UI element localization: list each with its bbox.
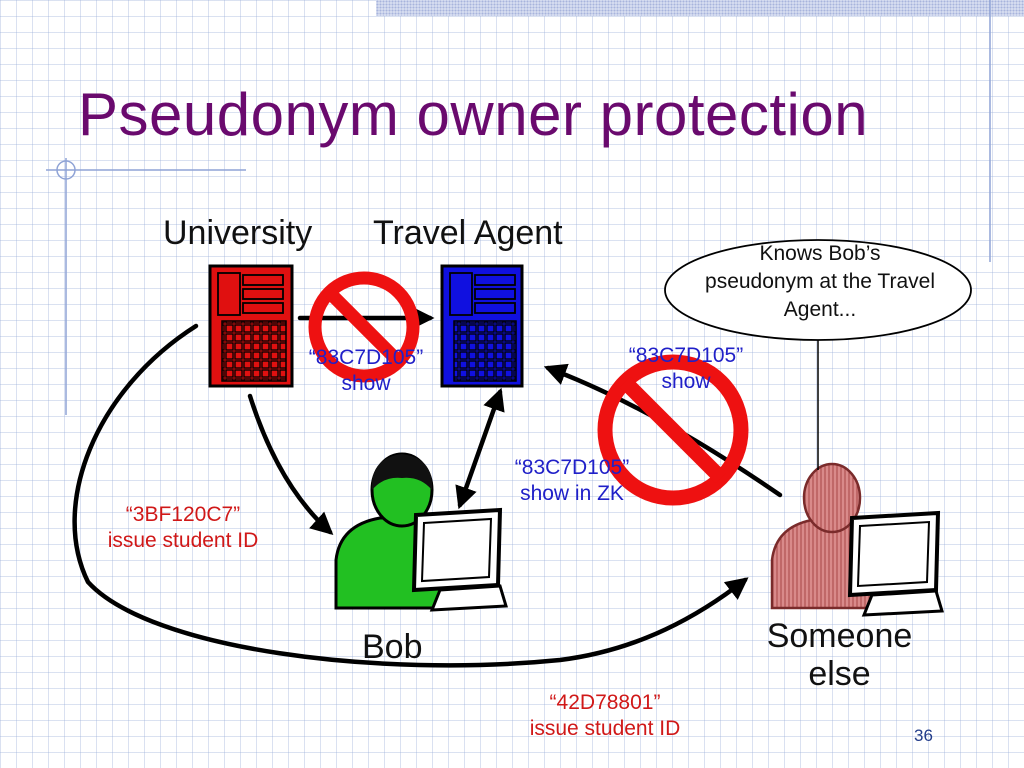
message-action: show	[341, 372, 391, 395]
message-bob-travel-agent: “83C7D105” show in ZK	[494, 455, 650, 507]
message-id: “83C7D105”	[628, 344, 744, 367]
message-action: show	[661, 370, 711, 393]
message-university-to-someone-else: “42D78801” issue student ID	[500, 690, 710, 742]
thought-line-1: Knows Bob’s	[759, 242, 881, 265]
prohibited-icon	[308, 271, 420, 383]
someone-else-label-line2: else	[808, 655, 871, 693]
message-university-to-bob: “3BF120C7” issue student ID	[78, 502, 288, 554]
prohibited-icon	[597, 354, 749, 506]
message-id: “3BF120C7”	[125, 503, 241, 526]
someone-else-label-line1: Someone	[766, 617, 913, 655]
someone-else-label: Someone else	[752, 617, 927, 693]
message-id: “83C7D105”	[308, 346, 424, 369]
travel-agent-label: Travel Agent	[373, 214, 563, 252]
slide-decoration	[46, 0, 991, 415]
message-someone-to-travel-agent: “83C7D105” show	[608, 343, 764, 395]
travel-agent-server-icon	[440, 264, 524, 388]
top-decorative-bar	[376, 0, 1024, 16]
thought-line-3: Agent...	[783, 298, 857, 321]
university-server-icon	[208, 264, 294, 388]
bob-monitor-icon	[411, 507, 508, 612]
message-action: issue student ID	[529, 717, 681, 740]
arrow-university-to-someone	[72, 323, 749, 668]
message-id: “42D78801”	[549, 691, 661, 714]
message-university-to-travel-agent: “83C7D105” show	[288, 345, 444, 397]
message-id: “83C7D105”	[514, 456, 630, 479]
arrow-university-to-bob	[247, 393, 334, 536]
thought-bubble	[664, 239, 972, 470]
bob-label: Bob	[362, 628, 423, 666]
someone-else-monitor-icon	[847, 510, 944, 617]
university-label: University	[163, 214, 313, 252]
arrow-bob-travel-agent	[455, 387, 505, 510]
page-title: Pseudonym owner protection	[78, 81, 869, 148]
thought-bubble-text: Knows Bob’s pseudonym at the Travel Agen…	[672, 240, 968, 324]
message-action: show in ZK	[520, 482, 624, 505]
page-number: 36	[914, 726, 933, 745]
thought-line-2: pseudonym at the Travel	[705, 270, 935, 293]
message-action: issue student ID	[107, 529, 259, 552]
